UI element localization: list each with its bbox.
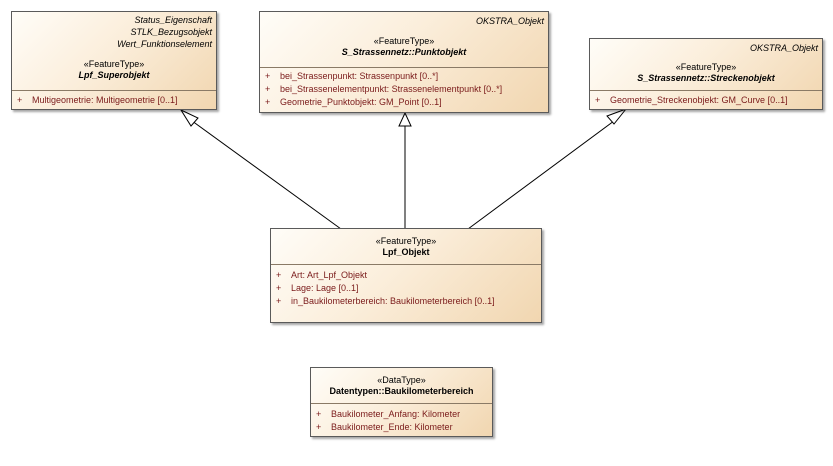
stereotype-label: «FeatureType» [375, 236, 437, 246]
attribute-text: bei_Strassenpunkt: Strassenpunkt [0..*] [280, 71, 439, 81]
tagged-value: OKSTRA_Objekt [749, 43, 818, 53]
visibility-marker: + [316, 422, 322, 432]
compartment-divider [260, 67, 548, 68]
visibility-marker: + [265, 71, 271, 81]
generalization-arrowhead-punktobjekt [398, 111, 412, 127]
class-lpf-superobjekt[interactable]: Status_Eigenschaft STLK_Bezugsobjekt Wer… [11, 11, 217, 110]
attribute-text: Multigeometrie: Multigeometrie [0..1] [32, 95, 178, 105]
class-name: Lpf_Objekt [382, 247, 430, 257]
class-header: «DataType» Datentypen::Baukilometerberei… [311, 375, 492, 397]
generalization-arrowhead-streckenobjekt [606, 107, 628, 125]
attribute-row[interactable]: + Lage: Lage [0..1] [271, 282, 541, 295]
visibility-marker: + [265, 97, 271, 107]
class-header: «FeatureType» Lpf_Objekt [271, 236, 541, 258]
attribute-list: + Multigeometrie: Multigeometrie [0..1] [12, 94, 216, 107]
stereotype-label: «DataType» [377, 375, 426, 385]
class-name: Lpf_Superobjekt [78, 70, 150, 80]
attribute-text: Geometrie_Punktobjekt: GM_Point [0..1] [280, 97, 442, 107]
tagged-values: Status_Eigenschaft STLK_Bezugsobjekt Wer… [117, 14, 212, 50]
visibility-marker: + [276, 270, 282, 280]
attribute-row[interactable]: + Art: Art_Lpf_Objekt [271, 269, 541, 282]
attribute-row[interactable]: + Baukilometer_Ende: Kilometer [311, 421, 492, 434]
class-name: Datentypen::Baukilometerbereich [329, 386, 474, 396]
attribute-row[interactable]: + Multigeometrie: Multigeometrie [0..1] [12, 94, 216, 107]
visibility-marker: + [316, 409, 322, 419]
visibility-marker: + [276, 296, 282, 306]
visibility-marker: + [276, 283, 282, 293]
attribute-text: Geometrie_Streckenobjekt: GM_Curve [0..1… [610, 95, 788, 105]
compartment-divider [590, 90, 822, 91]
tagged-value: OKSTRA_Objekt [475, 16, 544, 26]
attribute-text: Baukilometer_Anfang: Kilometer [331, 409, 461, 419]
class-header: «FeatureType» Lpf_Superobjekt [12, 59, 216, 81]
class-baukilometerbereich[interactable]: «DataType» Datentypen::Baukilometerberei… [310, 367, 493, 437]
tagged-values: OKSTRA_Objekt [476, 15, 544, 27]
attribute-text: Baukilometer_Ende: Kilometer [331, 422, 453, 432]
attribute-list: + bei_Strassenpunkt: Strassenpunkt [0..*… [260, 70, 548, 109]
generalization-line-superobjekt[interactable] [187, 117, 342, 230]
attribute-text: in_Baukilometerbereich: Baukilometerbere… [291, 296, 495, 306]
attribute-text: bei_Strassenelementpunkt: Strassenelemen… [280, 84, 503, 94]
visibility-marker: + [17, 95, 23, 105]
class-name: S_Strassennetz::Streckenobjekt [637, 73, 775, 83]
attribute-list: + Geometrie_Streckenobjekt: GM_Curve [0.… [590, 94, 822, 107]
stereotype-label: «FeatureType» [83, 59, 145, 69]
attribute-row[interactable]: + bei_Strassenelementpunkt: Strassenelem… [260, 83, 548, 96]
generalization-line-streckenobjekt[interactable] [467, 117, 619, 230]
stereotype-label: «FeatureType» [675, 62, 737, 72]
attribute-row[interactable]: + Baukilometer_Anfang: Kilometer [311, 408, 492, 421]
tagged-values: OKSTRA_Objekt [750, 42, 818, 54]
attribute-list: + Art: Art_Lpf_Objekt + Lage: Lage [0..1… [271, 269, 541, 308]
class-lpf-objekt[interactable]: «FeatureType» Lpf_Objekt + Art: Art_Lpf_… [270, 228, 542, 323]
class-header: «FeatureType» S_Strassennetz::Punktobjek… [260, 36, 548, 58]
compartment-divider [311, 403, 492, 404]
generalization-arrowhead-superobjekt [179, 108, 199, 127]
class-punktobjekt[interactable]: OKSTRA_Objekt «FeatureType» S_Strassenne… [259, 11, 549, 113]
compartment-divider [12, 90, 216, 91]
attribute-row[interactable]: + in_Baukilometerbereich: Baukilometerbe… [271, 295, 541, 308]
visibility-marker: + [265, 84, 271, 94]
attribute-text: Art: Art_Lpf_Objekt [291, 270, 368, 280]
attribute-row[interactable]: + Geometrie_Streckenobjekt: GM_Curve [0.… [590, 94, 822, 107]
class-name: S_Strassennetz::Punktobjekt [341, 47, 467, 57]
attribute-text: Lage: Lage [0..1] [291, 283, 359, 293]
stereotype-label: «FeatureType» [373, 36, 435, 46]
attribute-row[interactable]: + bei_Strassenpunkt: Strassenpunkt [0..*… [260, 70, 548, 83]
tagged-value: STLK_Bezugsobjekt [130, 27, 212, 37]
visibility-marker: + [595, 95, 601, 105]
class-header: «FeatureType» S_Strassennetz::Streckenob… [590, 62, 822, 84]
class-streckenobjekt[interactable]: OKSTRA_Objekt «FeatureType» S_Strassenne… [589, 38, 823, 110]
attribute-list: + Baukilometer_Anfang: Kilometer + Bauki… [311, 408, 492, 434]
compartment-divider [271, 264, 541, 265]
tagged-value: Wert_Funktionselement [117, 39, 212, 49]
tagged-value: Status_Eigenschaft [134, 15, 212, 25]
attribute-row[interactable]: + Geometrie_Punktobjekt: GM_Point [0..1] [260, 96, 548, 109]
